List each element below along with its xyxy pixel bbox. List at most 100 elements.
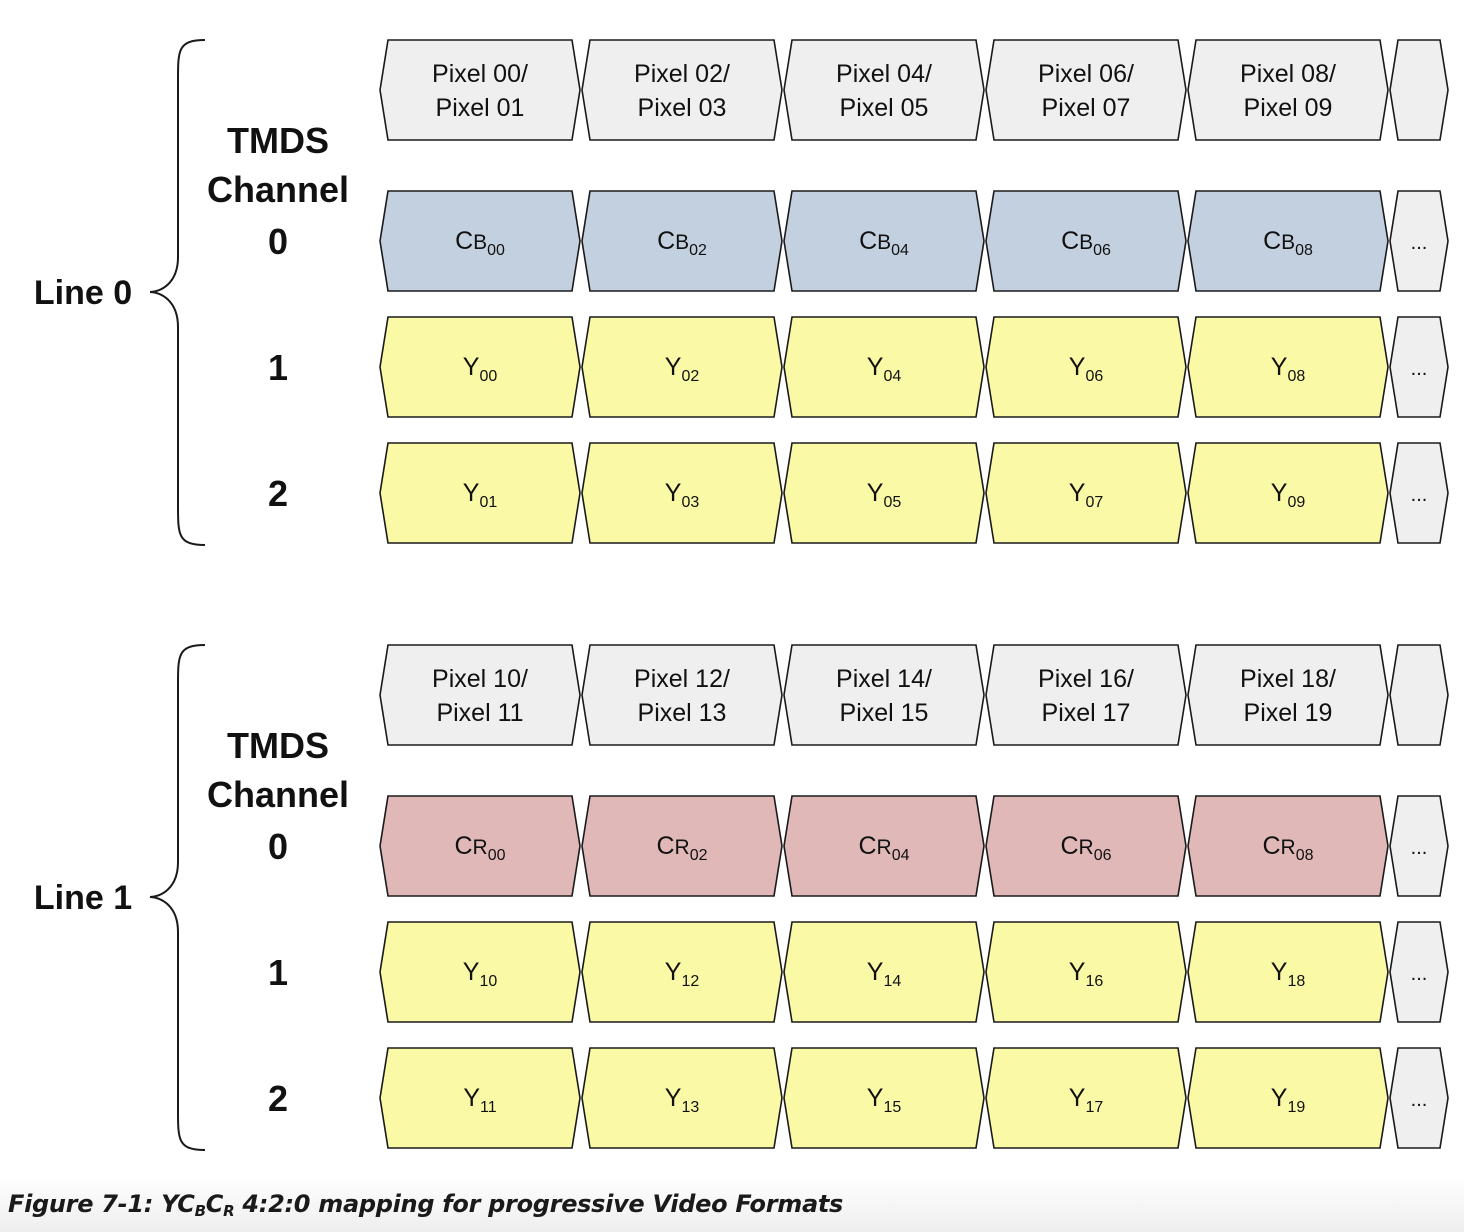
pixel-pair-cell bbox=[581, 644, 783, 746]
y-sample-label: Y16 bbox=[1069, 958, 1104, 990]
y-sample-label: Y10 bbox=[463, 958, 498, 990]
y-sample-label: Y07 bbox=[1069, 479, 1104, 511]
pixel-pair-label: Pixel 18/ bbox=[1240, 665, 1336, 693]
pixel-pair-label: Pixel 04/ bbox=[836, 60, 932, 88]
cb-sample-cell bbox=[1187, 190, 1389, 292]
pixel-pair-label: Pixel 09 bbox=[1244, 94, 1333, 122]
y-sample-label: Y04 bbox=[867, 353, 902, 385]
caption-mid: C bbox=[205, 1190, 224, 1218]
pixel-pair-cell bbox=[783, 39, 985, 141]
y-sample-cell bbox=[379, 1047, 581, 1149]
y-sample-cell bbox=[985, 316, 1187, 418]
pixel-pair-cell bbox=[379, 644, 581, 746]
pixel-pair-label: Pixel 13 bbox=[638, 699, 727, 727]
pixel-pair-label: Pixel 06/ bbox=[1038, 60, 1134, 88]
y-sample-cell bbox=[985, 1047, 1187, 1149]
cb-sample-label: CB06 bbox=[1061, 227, 1111, 259]
continuation-cell bbox=[1389, 442, 1449, 544]
ellipsis-label: ... bbox=[1411, 1089, 1428, 1111]
continuation-cell bbox=[1389, 795, 1449, 897]
pixel-pair-cell bbox=[783, 644, 985, 746]
pixel-pair-label: Pixel 11 bbox=[436, 699, 523, 727]
y-sample-cell bbox=[1187, 1047, 1389, 1149]
pixel-pair-label: Pixel 16/ bbox=[1038, 665, 1134, 693]
pixel-pair-label: Pixel 10/ bbox=[432, 665, 528, 693]
pixel-pair-label: Pixel 01 bbox=[436, 94, 525, 122]
channel-number: 1 bbox=[268, 347, 288, 388]
y-sample-label: Y02 bbox=[665, 353, 700, 385]
y-sample-cell bbox=[985, 442, 1187, 544]
caption-sub-r: R bbox=[223, 1202, 235, 1220]
y-sample-label: Y09 bbox=[1271, 479, 1306, 511]
pixel-pair-label: Pixel 02/ bbox=[634, 60, 730, 88]
channel-number: 1 bbox=[268, 952, 288, 993]
figure-caption: Figure 7-1: YCBCR 4:2:0 mapping for prog… bbox=[8, 1190, 843, 1220]
continuation-cell bbox=[1389, 190, 1449, 292]
cr-sample-cell bbox=[1187, 795, 1389, 897]
pixel-pair-cell bbox=[581, 39, 783, 141]
y-sample-cell bbox=[379, 316, 581, 418]
cr-sample-label: CR04 bbox=[858, 832, 909, 864]
cb-sample-cell bbox=[379, 190, 581, 292]
channel-label: Channel bbox=[207, 169, 349, 210]
ellipsis-label: ... bbox=[1411, 963, 1428, 985]
pixel-pair-cell bbox=[985, 39, 1187, 141]
continuation-cell bbox=[1389, 1047, 1449, 1149]
pixel-pair-label: Pixel 15 bbox=[840, 699, 929, 727]
y-sample-cell bbox=[1187, 316, 1389, 418]
pixel-pair-cell bbox=[379, 39, 581, 141]
y-sample-label: Y05 bbox=[867, 479, 902, 511]
pixel-pair-label: Pixel 03 bbox=[638, 94, 727, 122]
cr-sample-cell bbox=[985, 795, 1187, 897]
channel-number: 0 bbox=[268, 826, 288, 867]
pixel-pair-cell bbox=[1187, 39, 1389, 141]
y-sample-label: Y01 bbox=[463, 479, 498, 511]
y-sample-cell bbox=[581, 1047, 783, 1149]
ycbcr-420-mapping-diagram: Line 0 TMDS Channel Pixel 00/Pixel 01 Pixel … bbox=[34, 39, 1449, 1151]
y-sample-cell bbox=[985, 921, 1187, 1023]
cb-sample-label: CB00 bbox=[455, 227, 505, 259]
y-sample-label: Y06 bbox=[1069, 353, 1104, 385]
y-sample-label: Y18 bbox=[1271, 958, 1306, 990]
y-sample-cell bbox=[581, 442, 783, 544]
y-sample-cell bbox=[783, 921, 985, 1023]
y-sample-cell bbox=[379, 921, 581, 1023]
y-sample-label: Y19 bbox=[1271, 1084, 1306, 1116]
curly-brace bbox=[149, 644, 206, 1151]
cr-sample-cell bbox=[581, 795, 783, 897]
y-sample-cell bbox=[379, 442, 581, 544]
y-sample-label: Y17 bbox=[1069, 1084, 1104, 1116]
continuation-cell bbox=[1389, 39, 1449, 141]
pixel-pair-label: Pixel 07 bbox=[1042, 94, 1131, 122]
cr-sample-cell bbox=[379, 795, 581, 897]
pixel-pair-label: Pixel 00/ bbox=[432, 60, 528, 88]
cr-sample-label: CR06 bbox=[1060, 832, 1111, 864]
tmds-label: TMDS bbox=[227, 725, 329, 766]
cr-sample-label: CR02 bbox=[656, 832, 707, 864]
caption-prefix: Figure 7-1: YC bbox=[8, 1190, 195, 1218]
pixel-pair-cell bbox=[985, 644, 1187, 746]
continuation-cell bbox=[1389, 644, 1449, 746]
line-label: Line 0 bbox=[34, 274, 132, 312]
y-sample-label: Y03 bbox=[665, 479, 700, 511]
cb-sample-label: CB08 bbox=[1263, 227, 1313, 259]
tmds-label: TMDS bbox=[227, 120, 329, 161]
cr-sample-cell bbox=[783, 795, 985, 897]
pixel-pair-label: Pixel 19 bbox=[1244, 699, 1333, 727]
continuation-cell bbox=[1389, 316, 1449, 418]
cb-sample-label: CB02 bbox=[657, 227, 707, 259]
caption-sub-b: B bbox=[194, 1202, 206, 1220]
y-sample-cell bbox=[1187, 442, 1389, 544]
line-label: Line 1 bbox=[34, 879, 132, 917]
ellipsis-label: ... bbox=[1411, 358, 1428, 380]
y-sample-label: Y00 bbox=[463, 353, 498, 385]
pixel-pair-label: Pixel 05 bbox=[840, 94, 929, 122]
y-sample-label: Y13 bbox=[665, 1084, 700, 1116]
pixel-pair-label: Pixel 17 bbox=[1042, 699, 1131, 727]
y-sample-cell bbox=[581, 316, 783, 418]
channel-number: 2 bbox=[268, 473, 288, 514]
pixel-pair-cell bbox=[1187, 644, 1389, 746]
continuation-cell bbox=[1389, 921, 1449, 1023]
pixel-pair-label: Pixel 14/ bbox=[836, 665, 932, 693]
